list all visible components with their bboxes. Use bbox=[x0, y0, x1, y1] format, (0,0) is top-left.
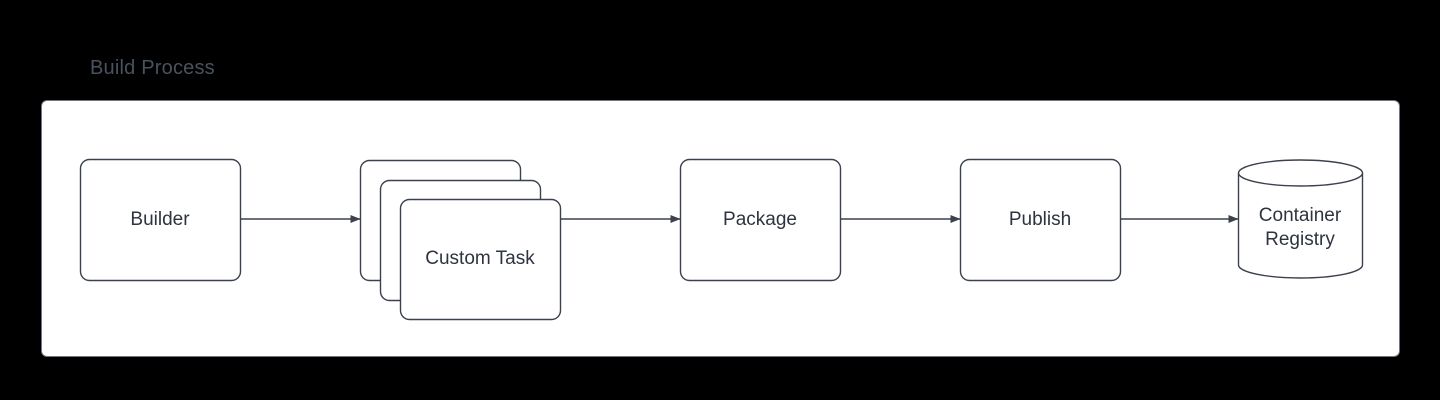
node-publish[interactable] bbox=[959, 158, 1122, 282]
cylinder-top-ellipse bbox=[1237, 159, 1364, 187]
node-builder[interactable] bbox=[79, 158, 242, 282]
node-package[interactable] bbox=[679, 158, 842, 282]
node-custom-task-card-front[interactable] bbox=[399, 198, 562, 321]
page-title: Build Process bbox=[90, 57, 215, 79]
node-container-registry[interactable] bbox=[1237, 159, 1364, 279]
